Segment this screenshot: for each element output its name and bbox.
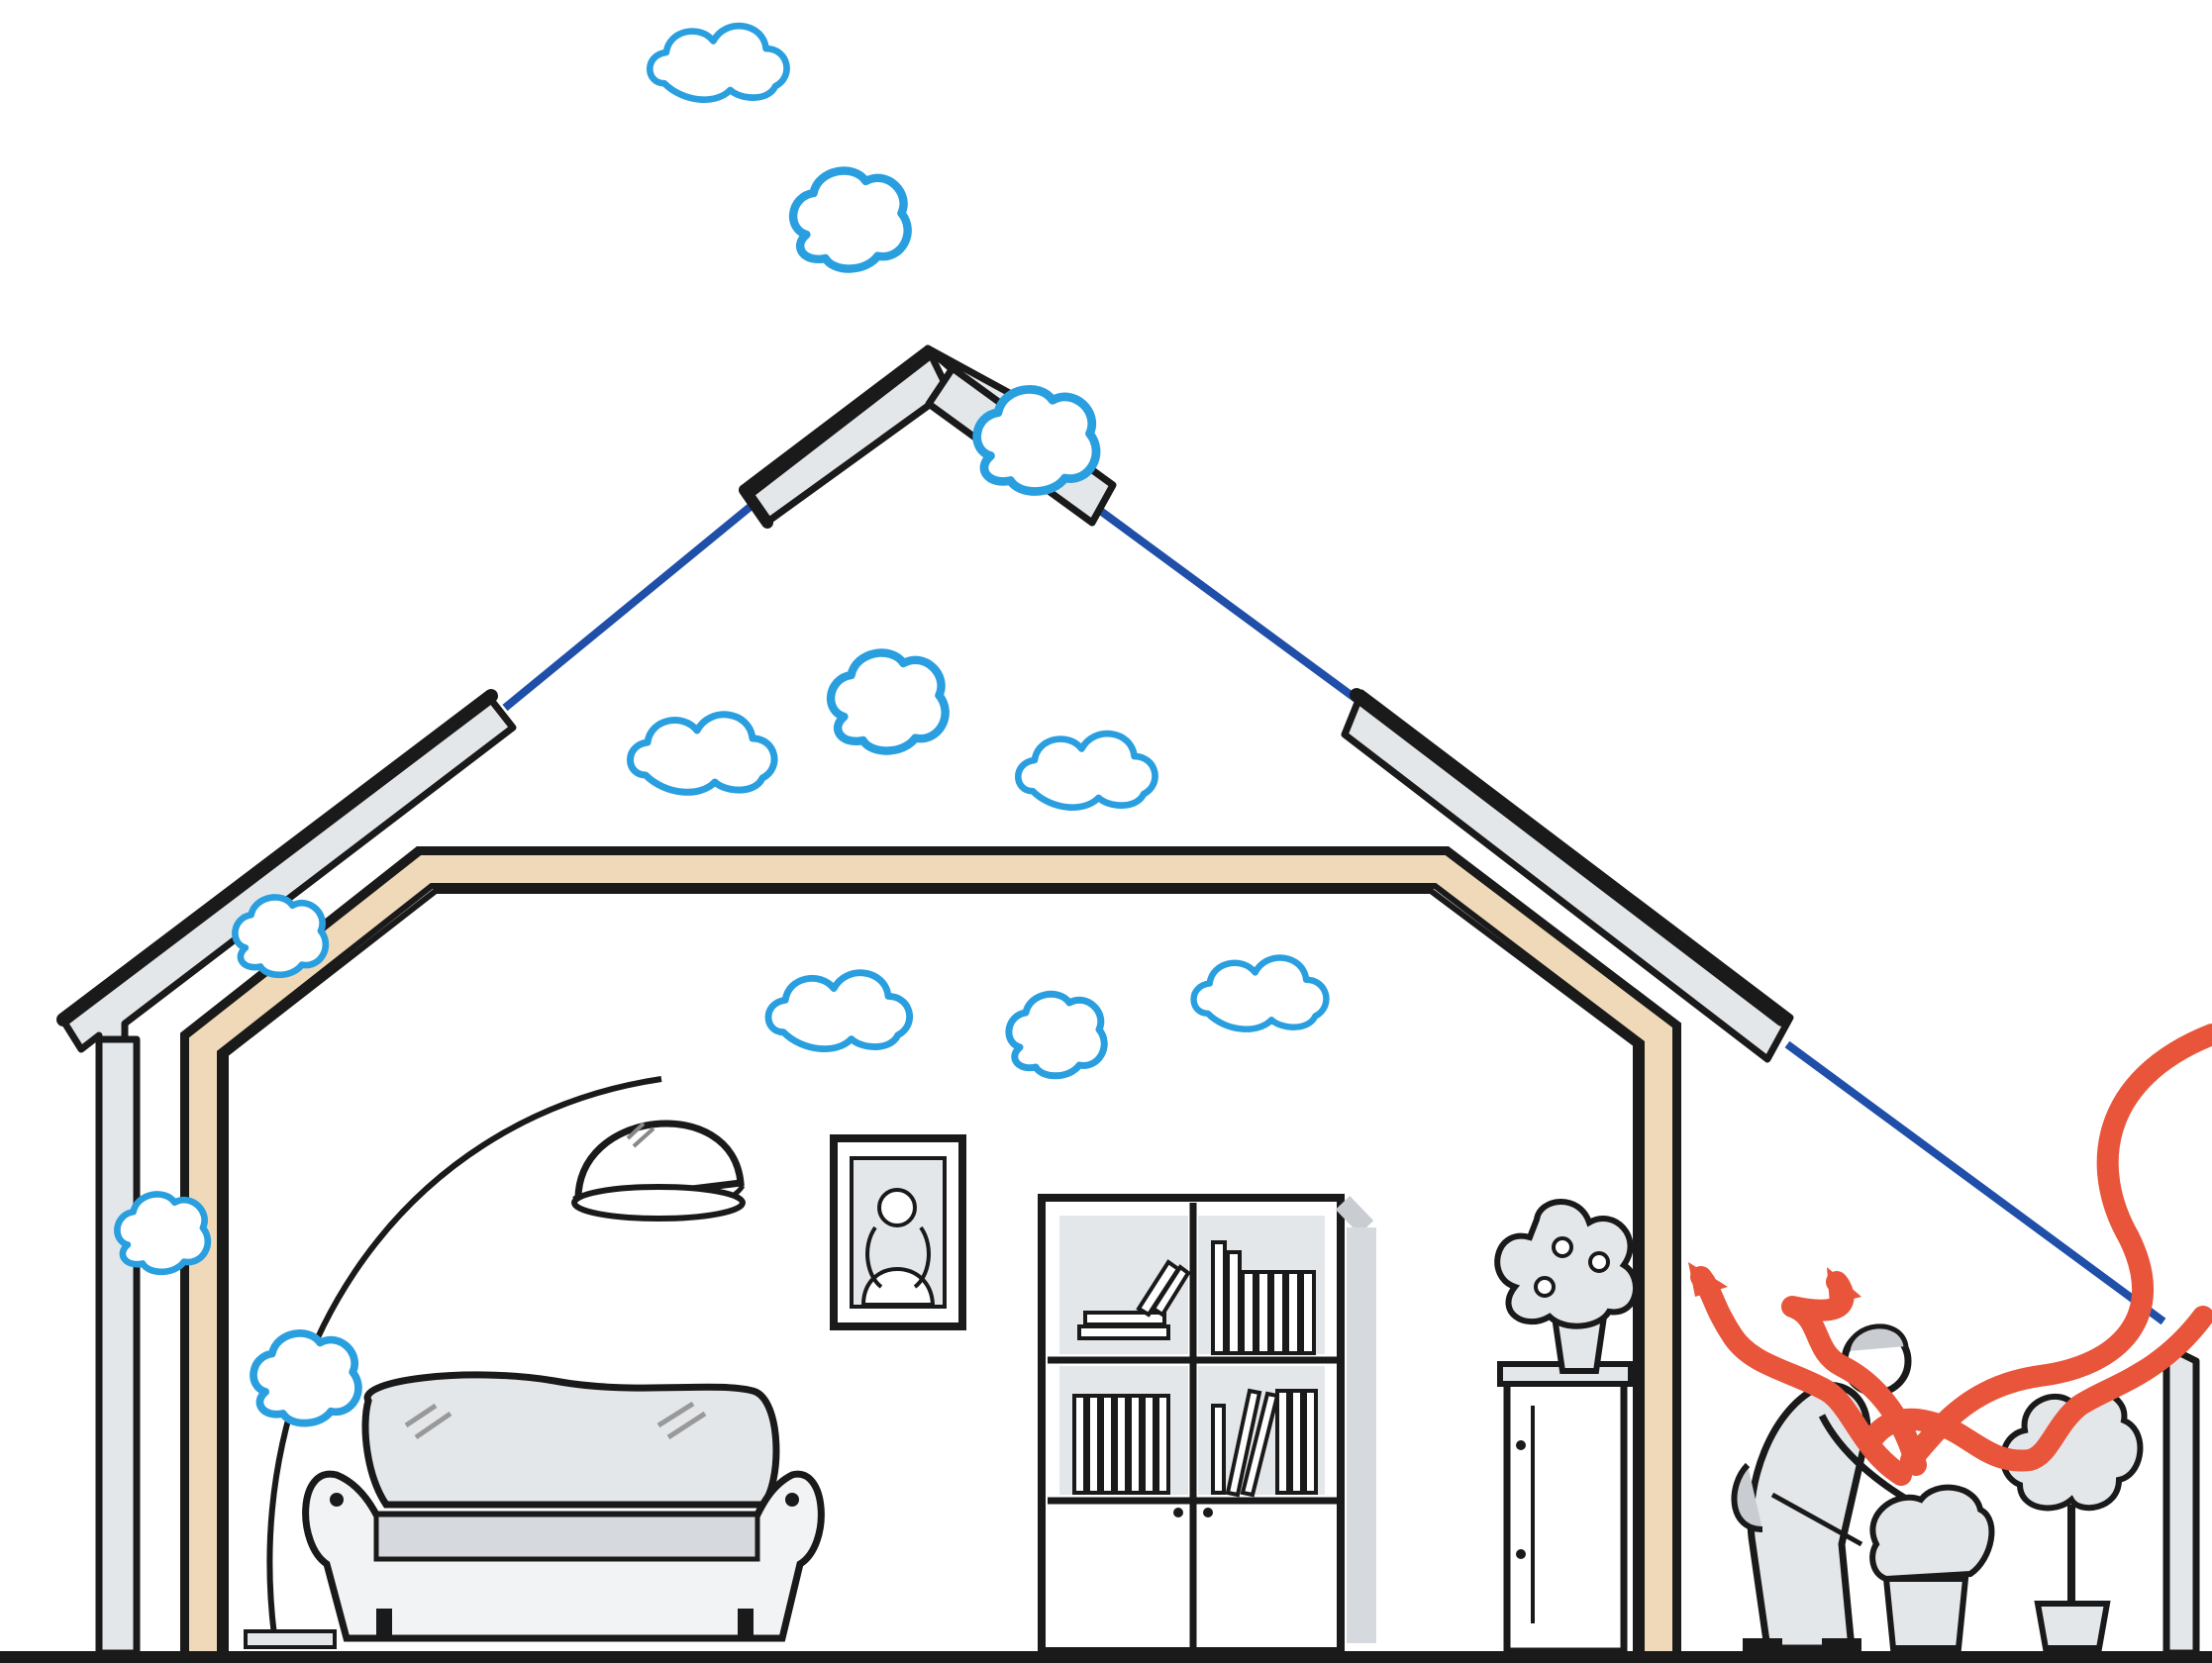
cloud-icon: [650, 26, 786, 100]
cloud-icon: [1018, 734, 1155, 808]
framed-portrait: [834, 1138, 962, 1326]
right-outer-wall: [2166, 1346, 2196, 1653]
potted-tree: [2003, 1393, 2141, 1648]
heat-flow-arrows: [1688, 1034, 2212, 1475]
cloud-icon: [1009, 994, 1104, 1075]
potted-bush: [1872, 1488, 1991, 1648]
membrane-right-upper: [1099, 510, 1361, 703]
side-cabinet-with-plant: [1497, 1202, 1636, 1651]
ridge-left-panel: [745, 348, 949, 523]
cloud-icon: [253, 1333, 358, 1423]
heat-arrowhead-middle: [1827, 1267, 1861, 1305]
heat-arrowhead-left: [1688, 1262, 1728, 1297]
left-outer-wall: [99, 1039, 137, 1653]
cloud-icon: [631, 715, 775, 792]
bookcase: [1042, 1198, 1376, 1651]
cloud-icon: [831, 653, 946, 751]
cloud-icon: [1194, 958, 1327, 1029]
membrane-left-upper: [505, 505, 753, 708]
sofa: [306, 1375, 822, 1638]
cloud-icon: [768, 973, 910, 1049]
cloud-icon: [793, 171, 908, 269]
